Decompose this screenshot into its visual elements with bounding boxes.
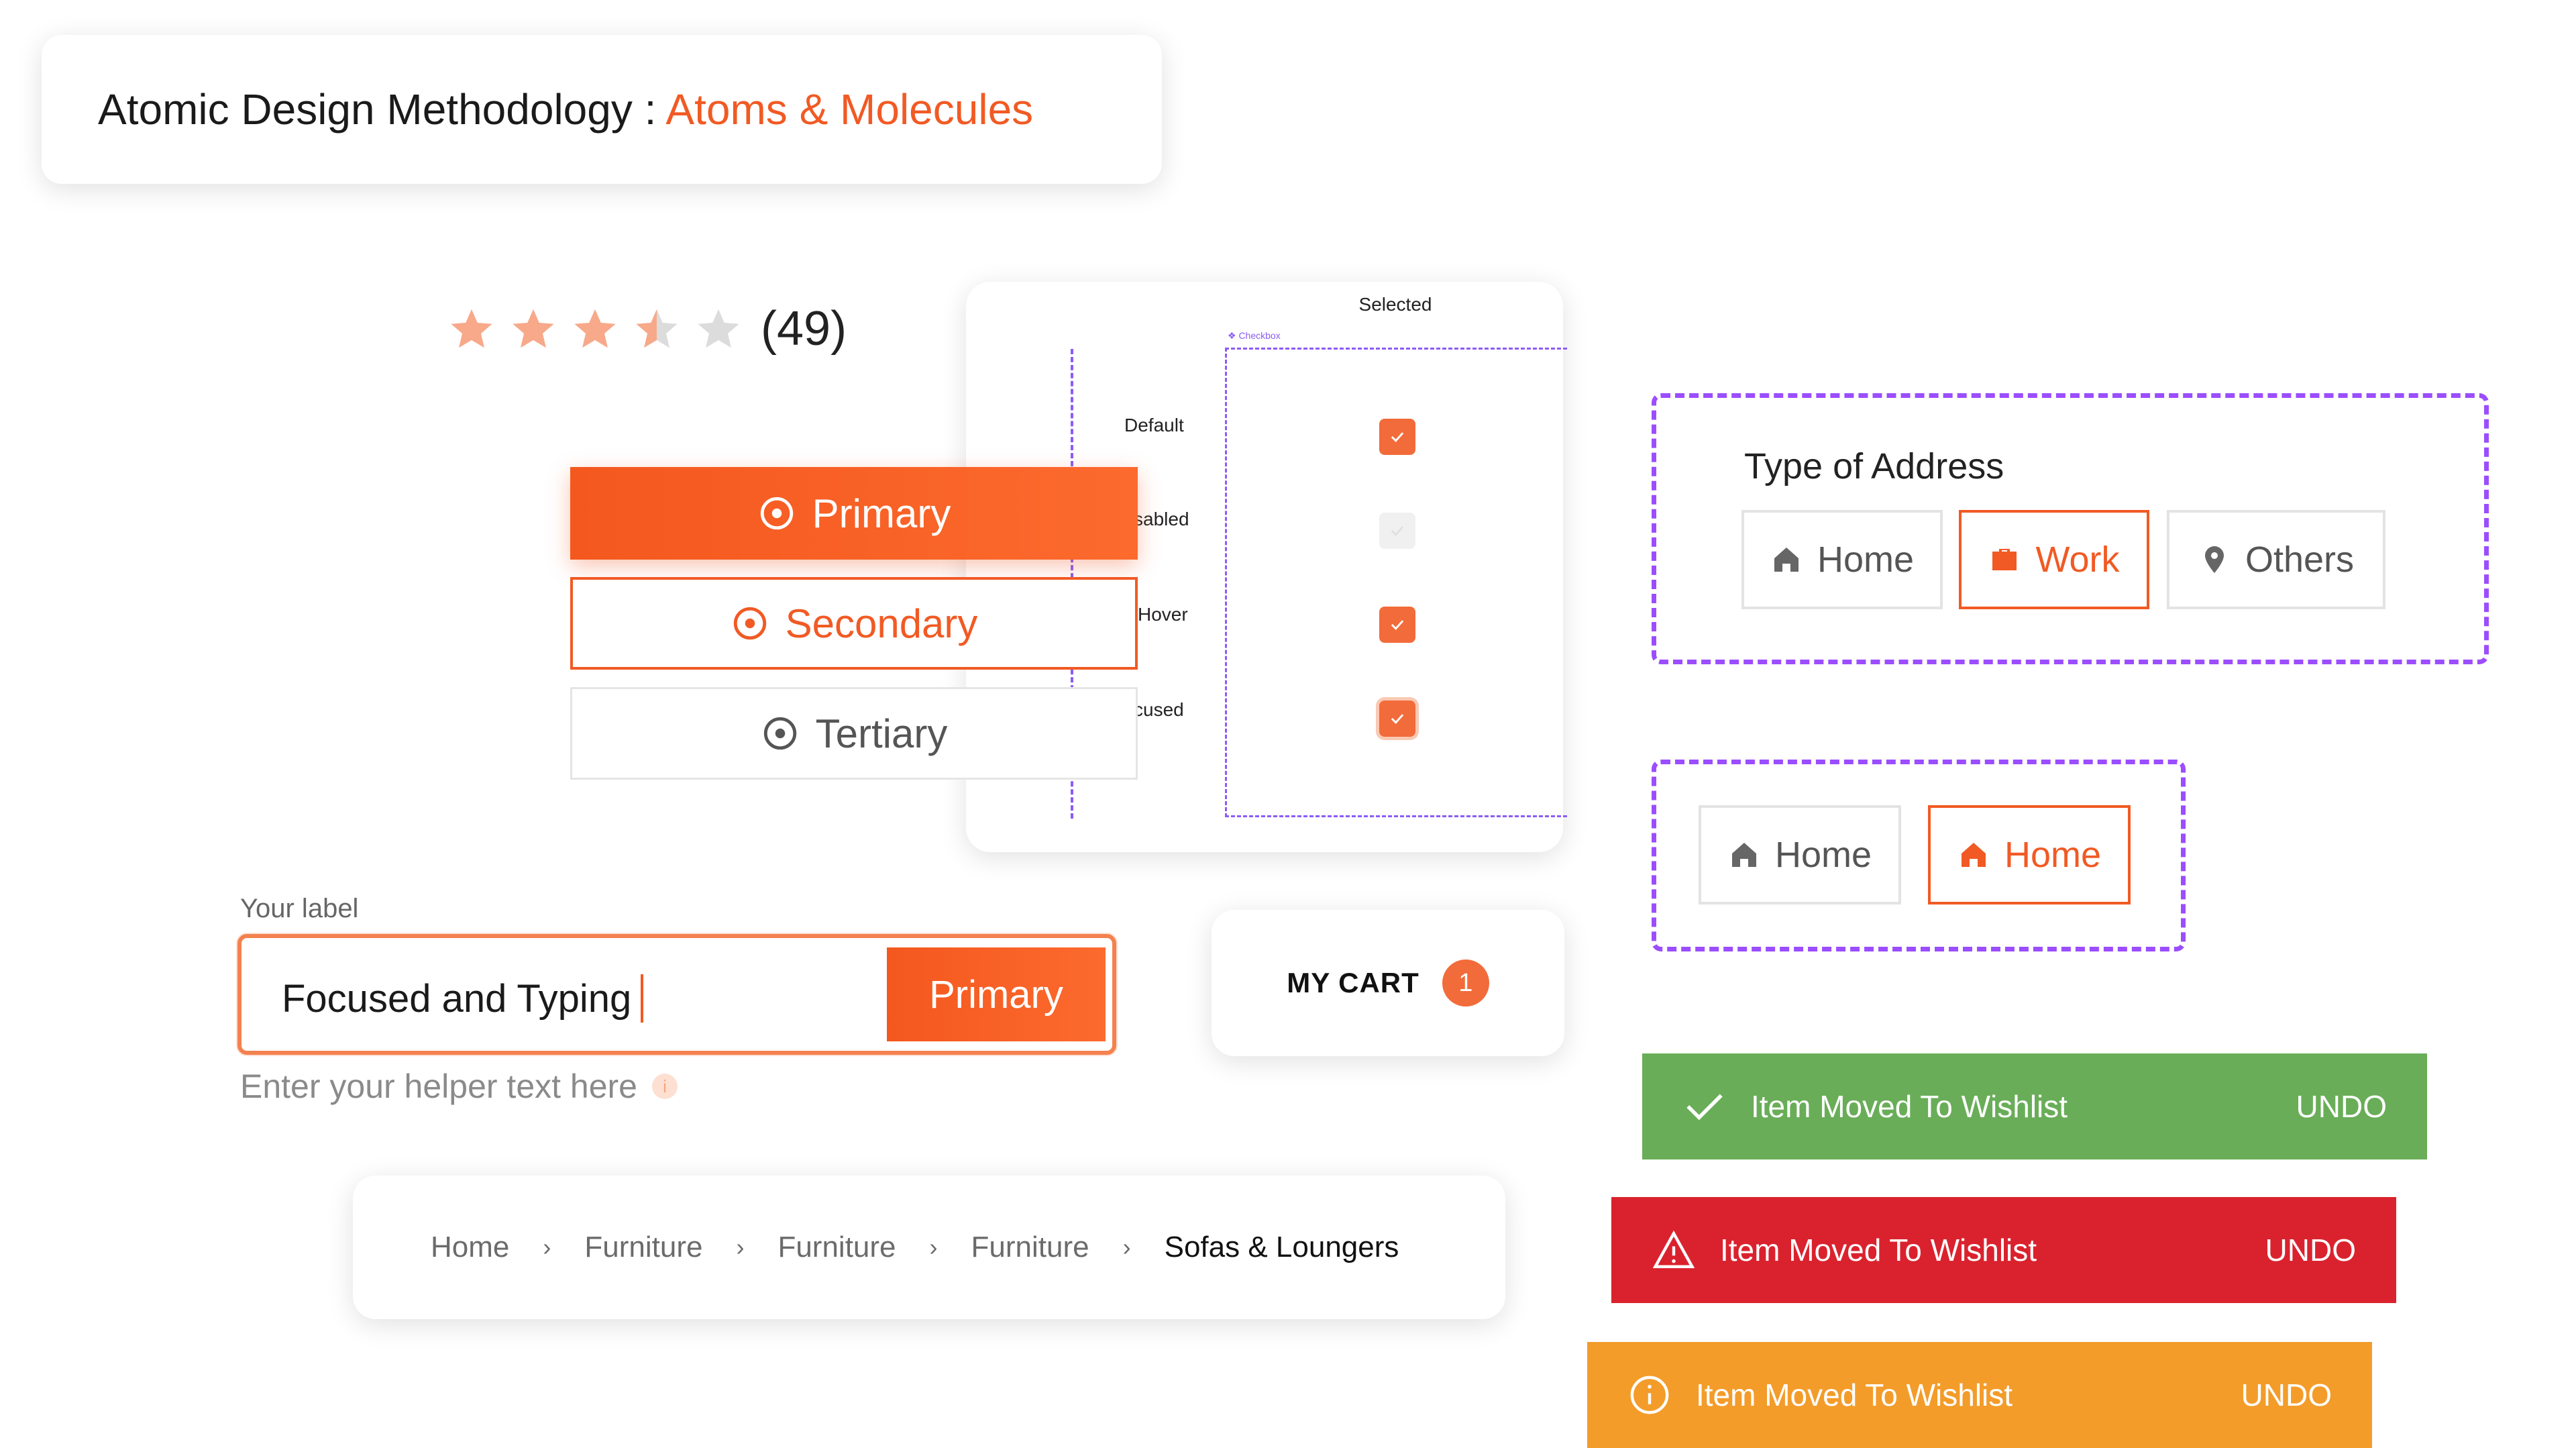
- briefcase-icon: [1992, 549, 2017, 570]
- breadcrumb-item[interactable]: Furniture: [777, 1231, 896, 1263]
- helper-text: Enter your helper text here i: [240, 1067, 678, 1106]
- address-option-label: Work: [2035, 539, 2120, 580]
- text-input-group[interactable]: Focused and Typing Primary: [237, 934, 1116, 1055]
- secondary-button[interactable]: Secondary: [570, 577, 1138, 670]
- chevron-right-icon: ›: [929, 1233, 938, 1261]
- text-input[interactable]: Focused and Typing: [282, 974, 644, 1023]
- cart-label: MY CART: [1287, 967, 1419, 998]
- check-icon: [1391, 620, 1404, 630]
- check-icon: [1391, 432, 1404, 442]
- address-option-work[interactable]: Work: [1959, 510, 2149, 609]
- address-type-title: Type of Address: [1744, 446, 2004, 486]
- home-icon: [1961, 843, 1986, 867]
- info-icon: [1630, 1376, 1669, 1414]
- title-accent: Atoms & Molecules: [665, 85, 1034, 134]
- input-label: Your label: [240, 894, 359, 923]
- cart-count-badge: 1: [1442, 960, 1489, 1006]
- address-type-frame: [1652, 393, 2489, 664]
- undo-button[interactable]: UNDO: [2296, 1089, 2387, 1124]
- address-option-label: Home: [1817, 539, 1915, 580]
- home-chip-default[interactable]: Home: [1699, 805, 1901, 904]
- breadcrumb-item[interactable]: Furniture: [584, 1231, 703, 1263]
- snackbar-message: Item Moved To Wishlist: [1696, 1378, 2013, 1412]
- chevron-right-icon: ›: [736, 1233, 745, 1261]
- selected-column-label: Selected: [1358, 294, 1432, 315]
- address-option-home[interactable]: Home: [1741, 510, 1943, 609]
- check-icon: [1686, 1094, 1723, 1121]
- warning-icon: [1652, 1230, 1695, 1268]
- row-label-disabled: sabled: [1134, 509, 1189, 529]
- row-label-hover: Hover: [1138, 604, 1188, 625]
- snackbar-message: Item Moved To Wishlist: [1720, 1233, 2037, 1268]
- location-pin-icon: [2204, 546, 2224, 573]
- home-chip-label: Home: [1774, 835, 1872, 875]
- home-chip-states-frame: [1652, 760, 2186, 951]
- check-icon: [1391, 714, 1404, 724]
- home-chip-label: Home: [2004, 835, 2102, 875]
- text-caret: [641, 974, 644, 1023]
- address-option-others[interactable]: Others: [2167, 510, 2385, 609]
- tertiary-button-label: Tertiary: [815, 711, 948, 756]
- checkbox-hover[interactable]: [1379, 607, 1415, 643]
- primary-button-label: Primary: [812, 490, 951, 536]
- star-half-icon[interactable]: [633, 305, 680, 352]
- breadcrumb: Home › Furniture › Furniture › Furniture…: [353, 1176, 1505, 1319]
- star-icon[interactable]: [448, 305, 495, 352]
- component-tag: ❖ Checkbox: [1228, 330, 1281, 341]
- row-label-focused: cused: [1134, 699, 1184, 720]
- row-label-default: Default: [1124, 415, 1184, 435]
- chevron-right-icon: ›: [1122, 1233, 1131, 1261]
- home-chip-selected[interactable]: Home: [1928, 805, 2131, 904]
- component-frame: [1225, 348, 1567, 817]
- home-icon: [1731, 843, 1756, 867]
- rating-count: (49): [761, 302, 847, 356]
- tertiary-button[interactable]: Tertiary: [570, 687, 1138, 780]
- checkbox-disabled: [1379, 513, 1415, 549]
- radio-target-icon: [763, 717, 796, 750]
- chevron-right-icon: ›: [543, 1233, 551, 1261]
- snackbar-error: Item Moved To Wishlist UNDO: [1611, 1197, 2396, 1303]
- undo-button[interactable]: UNDO: [2265, 1233, 2356, 1268]
- check-icon: [1391, 526, 1404, 536]
- snackbar-warning: Item Moved To Wishlist UNDO: [1587, 1342, 2372, 1448]
- star-icon[interactable]: [572, 305, 619, 352]
- star-rating: (49): [448, 295, 847, 362]
- helper-text-label: Enter your helper text here: [240, 1068, 637, 1105]
- address-option-label: Others: [2245, 539, 2355, 580]
- star-empty-icon[interactable]: [695, 305, 742, 352]
- checkbox-default[interactable]: [1379, 419, 1415, 455]
- radio-target-icon: [733, 607, 766, 640]
- star-icon[interactable]: [510, 305, 557, 352]
- snackbar-success: Item Moved To Wishlist UNDO: [1642, 1053, 2427, 1159]
- breadcrumb-current: Sofas & Loungers: [1164, 1231, 1399, 1263]
- title-card: Atomic Design Methodology : Atoms & Mole…: [42, 35, 1162, 184]
- cart-button[interactable]: MY CART 1: [1212, 910, 1564, 1056]
- home-icon: [1774, 548, 1799, 572]
- breadcrumb-item[interactable]: Furniture: [971, 1231, 1089, 1263]
- input-value: Focused and Typing: [282, 976, 632, 1021]
- title-text: Atomic Design Methodology :: [98, 85, 657, 134]
- input-primary-button[interactable]: Primary: [887, 947, 1106, 1041]
- radio-target-icon: [760, 497, 793, 530]
- checkbox-focused[interactable]: [1379, 701, 1415, 737]
- snackbar-message: Item Moved To Wishlist: [1751, 1089, 2068, 1124]
- secondary-button-label: Secondary: [785, 601, 978, 646]
- undo-button[interactable]: UNDO: [2241, 1378, 2332, 1412]
- breadcrumb-item[interactable]: Home: [431, 1231, 510, 1263]
- info-icon[interactable]: i: [652, 1074, 678, 1099]
- primary-button[interactable]: Primary: [570, 467, 1138, 560]
